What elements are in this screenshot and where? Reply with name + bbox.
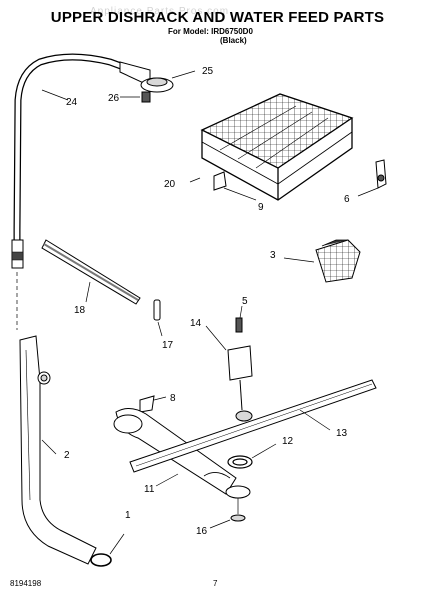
lower-feed-tube-2	[19, 335, 97, 565]
callout-1: 1	[125, 510, 131, 521]
feed-tube-24	[11, 53, 150, 330]
callout-12: 12	[282, 436, 294, 447]
callout-20: 20	[164, 179, 176, 190]
callout-25: 25	[202, 66, 214, 77]
callout-8: 8	[170, 393, 176, 404]
rail-18	[41, 239, 141, 305]
clip-8	[139, 395, 167, 413]
spray-nozzle-25	[119, 61, 196, 93]
callout-2: 2	[64, 450, 70, 461]
clip-6	[357, 159, 387, 197]
callout-14: 14	[190, 318, 202, 329]
rack-clip-9	[213, 171, 257, 201]
page-title: UPPER DISHRACK AND WATER FEED PARTS	[50, 9, 385, 26]
callout-3: 3	[270, 250, 276, 261]
basket-3	[283, 239, 361, 283]
callout-26: 26	[108, 93, 120, 104]
callout-5: 5	[242, 296, 248, 307]
callout-13: 13	[336, 428, 348, 439]
callout-16: 16	[196, 526, 208, 537]
o-ring-1	[90, 533, 125, 567]
stop-17	[153, 299, 163, 337]
callout-6: 6	[344, 194, 350, 205]
seal-12	[227, 443, 277, 469]
spray-arm-13	[129, 379, 377, 473]
callout-24: 24	[66, 97, 78, 108]
watermark: Appliance Parts Pros.com	[90, 6, 230, 17]
upper-rack-20	[189, 93, 354, 201]
callout-17: 17	[162, 340, 174, 351]
callout-9: 9	[258, 202, 264, 213]
page-number: 7	[213, 579, 218, 588]
callout-11: 11	[144, 484, 155, 495]
document-number: 8194198	[10, 579, 42, 588]
screw-26	[120, 91, 151, 103]
nut-16	[209, 485, 251, 529]
color-label: (Black)	[220, 36, 247, 45]
model-label: For Model: IRD6750D0	[168, 27, 253, 36]
callout-18: 18	[74, 305, 86, 316]
model-info: For Model: IRD6750D0 (Black)	[168, 27, 253, 45]
hub-14	[205, 325, 253, 411]
screw-5	[235, 305, 243, 333]
